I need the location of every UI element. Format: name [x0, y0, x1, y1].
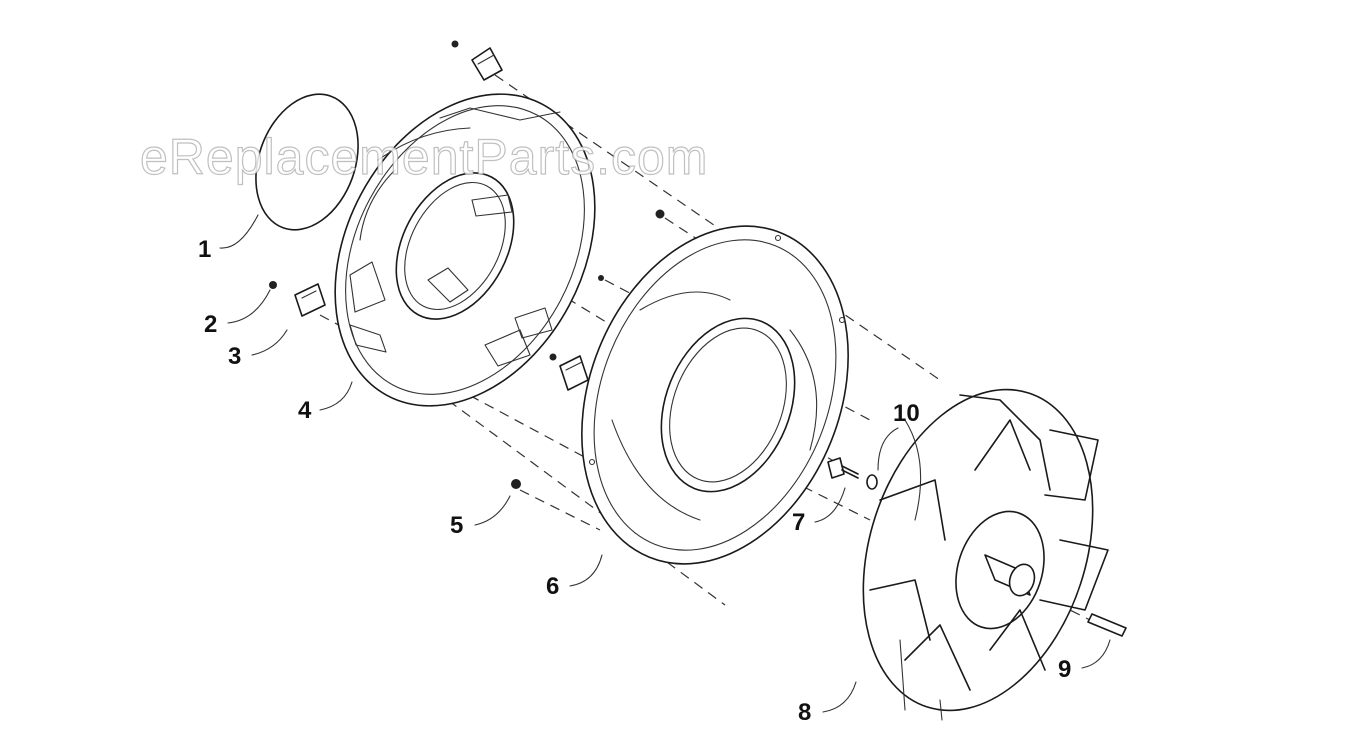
part-4-blower-housing — [334, 93, 596, 407]
callout-9: 9 — [1058, 656, 1071, 683]
part-8-fan — [862, 388, 1109, 721]
callout-4: 4 — [298, 397, 312, 424]
callout-2: 2 — [204, 311, 217, 338]
part-2-clip — [269, 281, 326, 317]
watermark-text: eReplacementParts.com — [139, 128, 709, 185]
callout-7: 7 — [792, 509, 805, 536]
part-1-disc — [255, 93, 359, 231]
callout-10: 10 — [893, 400, 920, 427]
part-9-key — [1087, 613, 1127, 637]
callout-5: 5 — [450, 512, 463, 539]
part-5-screw — [511, 209, 665, 489]
callout-6: 6 — [546, 573, 559, 600]
part-10-washer — [866, 474, 878, 490]
part-6-shroud — [581, 225, 849, 565]
callout-3: 3 — [228, 343, 241, 370]
callout-leaders — [219, 214, 1111, 713]
callout-8: 8 — [798, 699, 811, 726]
top-clip — [451, 40, 503, 81]
callout-labels: 1 2 3 4 5 6 7 8 9 10 — [198, 236, 1071, 726]
callout-1: 1 — [198, 236, 211, 263]
mid-clip — [549, 353, 589, 391]
part-7-bolt — [827, 457, 859, 479]
